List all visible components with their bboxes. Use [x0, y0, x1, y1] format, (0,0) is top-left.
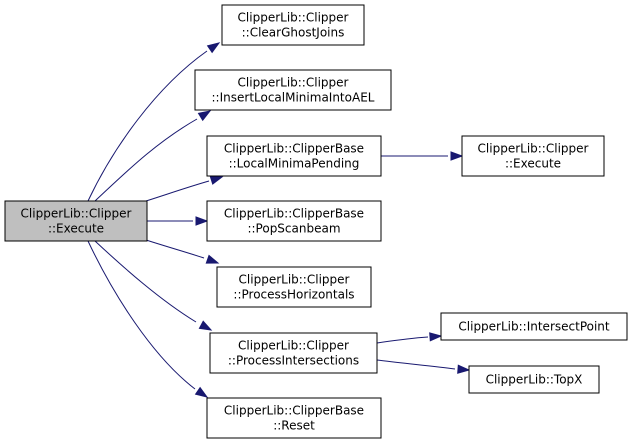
edge-line	[94, 240, 197, 323]
node-label-scope: ClipperLib::Clipper	[238, 11, 349, 25]
node-box	[216, 266, 372, 308]
edge-execute-root-to-insert-local-minima	[94, 110, 212, 202]
node-box	[221, 4, 365, 46]
node-label-scope: ClipperLib::Clipper	[239, 273, 350, 287]
node-local-minima-pending[interactable]: ClipperLib::ClipperBase::LocalMinimaPend…	[206, 135, 382, 177]
arrowhead-icon	[450, 151, 464, 161]
arrowhead-icon	[209, 175, 224, 185]
node-box	[461, 135, 605, 177]
node-label-scope: ClipperLib::Clipper	[238, 339, 349, 353]
node-execute-root[interactable]: ClipperLib::Clipper::Execute	[4, 200, 148, 242]
edge-line	[145, 239, 205, 259]
node-label-member: ::ProcessIntersections	[228, 354, 359, 368]
node-label-member: ::Reset	[273, 419, 315, 433]
arrowhead-icon	[198, 320, 213, 331]
node-label-member: ::LocalMinimaPending	[229, 157, 360, 171]
node-label-scope: ClipperLib::Clipper	[238, 76, 349, 90]
node-label-scope: ClipperLib::ClipperBase	[224, 207, 364, 221]
node-label-member: ::Execute	[48, 222, 104, 236]
node-label-scope: ClipperLib::TopX	[486, 373, 583, 387]
node-label-scope: ClipperLib::ClipperBase	[224, 404, 364, 418]
arrowhead-icon	[197, 110, 212, 122]
edge-line	[376, 336, 429, 344]
node-box	[209, 332, 378, 374]
node-process-intersections[interactable]: ClipperLib::Clipper::ProcessIntersection…	[209, 332, 378, 374]
node-insert-local-minima[interactable]: ClipperLib::Clipper::InsertLocalMinimaIn…	[194, 69, 392, 111]
node-label-member: ::ProcessHorizontals	[233, 288, 354, 302]
node-top-x[interactable]: ClipperLib::TopX	[468, 365, 600, 394]
edge-execute-root-to-reset	[87, 240, 209, 398]
edge-process-intersections-to-top-x	[376, 359, 471, 374]
arrowhead-icon	[205, 254, 220, 264]
nodes-layer: ClipperLib::Clipper::ExecuteClipperLib::…	[4, 4, 628, 439]
node-box	[194, 69, 392, 111]
edge-execute-root-to-clear-ghost-joins	[87, 42, 221, 202]
node-label-scope: ClipperLib::Clipper	[21, 207, 132, 221]
edge-line	[145, 180, 210, 202]
edge-execute-root-to-process-horizontals	[145, 239, 220, 264]
arrowhead-icon	[195, 216, 209, 226]
edge-line	[87, 50, 208, 202]
node-box	[440, 312, 628, 341]
edge-line	[87, 240, 196, 390]
node-label-scope: ClipperLib::Clipper	[478, 142, 589, 156]
node-label-scope: ClipperLib::IntersectPoint	[458, 320, 610, 334]
node-box	[468, 365, 600, 394]
node-label-member: ::ClearGhostJoins	[242, 26, 345, 40]
edge-execute-root-to-local-minima-pending	[145, 175, 224, 202]
edges-layer	[87, 42, 471, 398]
edge-line	[94, 118, 198, 202]
arrowhead-icon	[194, 386, 209, 398]
edge-line	[376, 359, 456, 370]
node-label-member: ::PopScanbeam	[247, 222, 340, 236]
edge-process-intersections-to-intersect-point	[376, 332, 443, 344]
arrowhead-icon	[206, 42, 221, 54]
node-box	[206, 200, 382, 242]
node-label-member: ::Execute	[505, 157, 561, 171]
arrowhead-icon	[457, 364, 471, 374]
node-box	[4, 200, 148, 242]
edge-local-minima-pending-to-execute-right	[381, 151, 464, 161]
edge-execute-root-to-process-intersections	[94, 240, 213, 331]
node-execute-right[interactable]: ClipperLib::Clipper::Execute	[461, 135, 605, 177]
node-clear-ghost-joins[interactable]: ClipperLib::Clipper::ClearGhostJoins	[221, 4, 365, 46]
arrowhead-icon	[429, 332, 443, 342]
node-label-scope: ClipperLib::ClipperBase	[224, 142, 364, 156]
node-intersect-point[interactable]: ClipperLib::IntersectPoint	[440, 312, 628, 341]
node-reset[interactable]: ClipperLib::ClipperBase::Reset	[206, 397, 382, 439]
node-box	[206, 135, 382, 177]
node-label-member: ::InsertLocalMinimaIntoAEL	[212, 91, 375, 105]
node-box	[206, 397, 382, 439]
edge-execute-root-to-pop-scanbeam	[146, 216, 209, 226]
node-process-horizontals[interactable]: ClipperLib::Clipper::ProcessHorizontals	[216, 266, 372, 308]
node-pop-scanbeam[interactable]: ClipperLib::ClipperBase::PopScanbeam	[206, 200, 382, 242]
